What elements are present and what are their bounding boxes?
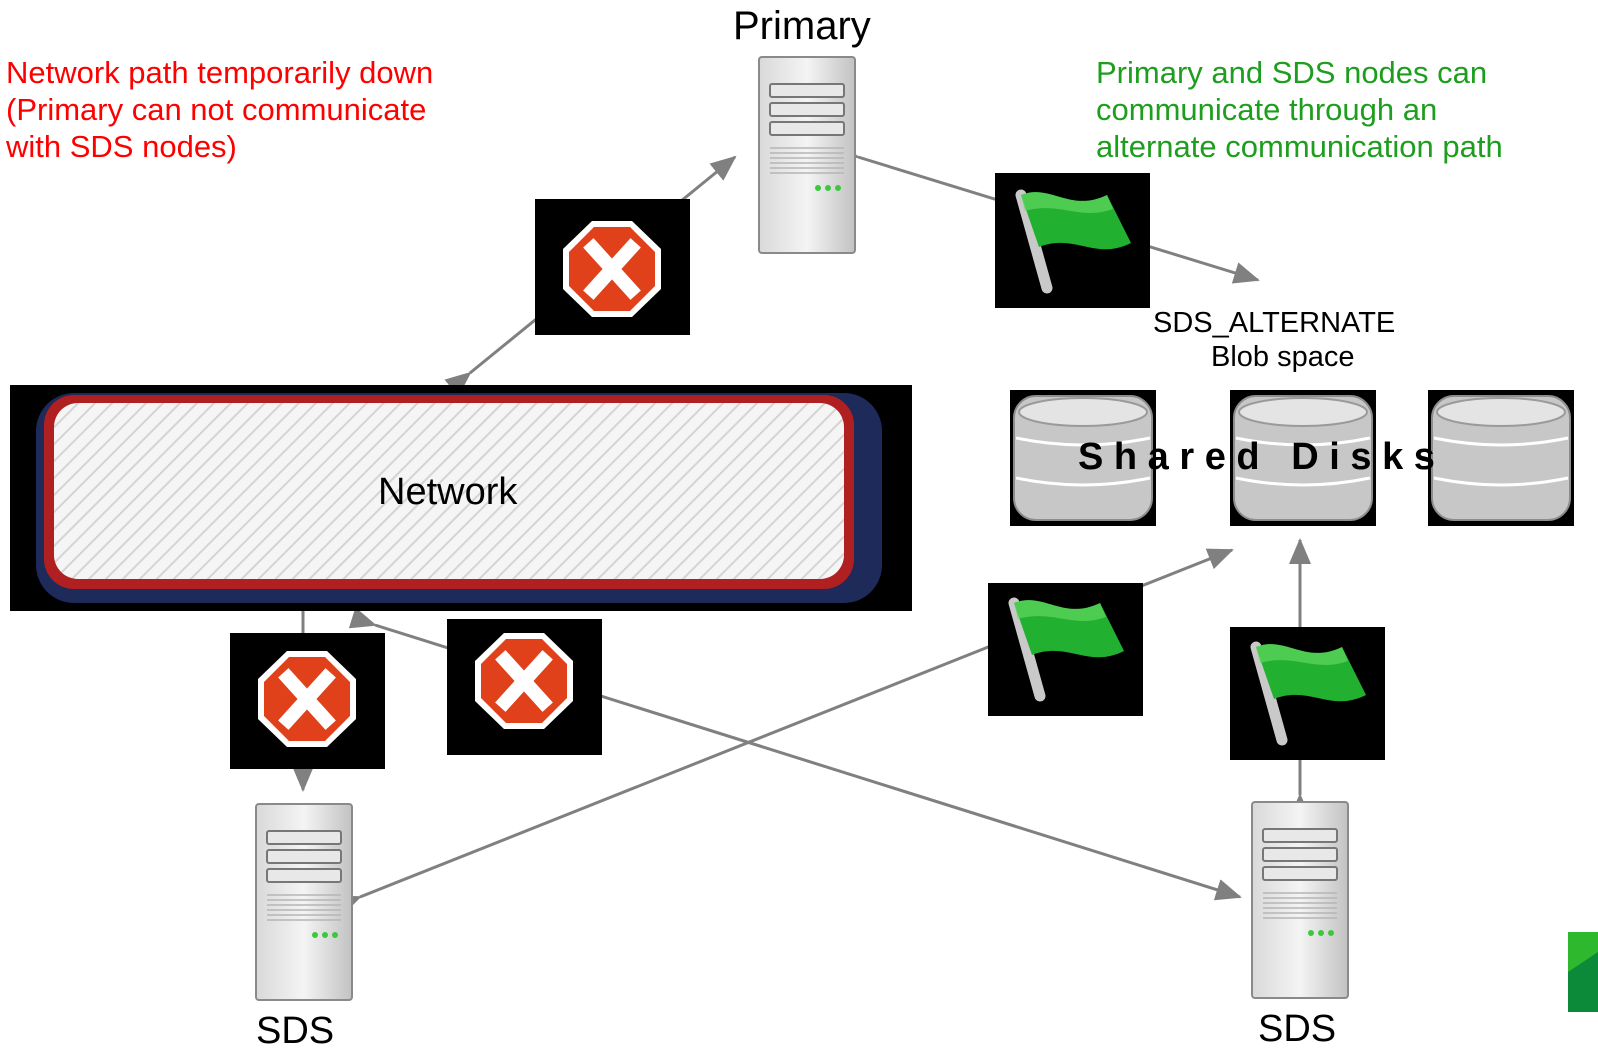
primary-label: Primary [733,4,871,48]
failure-note: Network path temporarily down (Primary c… [6,54,433,165]
sds-right-label: SDS [1258,1008,1337,1050]
failure-note-line: (Primary can not communicate [6,92,427,127]
blobspace-label-line2: Blob space [1211,341,1355,373]
alternate-note-line: communicate through an [1096,92,1438,127]
stop-x-icon [563,221,661,317]
failure-note-line: Network path temporarily down [6,55,434,90]
failed-link-marker [230,633,385,769]
alternate-path-note: Primary and SDS nodes can communicate th… [1096,54,1503,165]
database-icon [1428,390,1574,526]
corner-logo-fragment [1568,932,1598,1012]
green-flag-icon [1015,189,1131,294]
alternate-note-line: alternate communication path [1096,129,1503,164]
stop-x-icon [475,633,573,729]
server-icon [758,56,856,254]
failure-note-line: with SDS nodes) [6,129,237,164]
green-flag-icon [1250,641,1366,746]
stop-x-icon [258,651,356,747]
sds-left-label: SDS [256,1010,335,1052]
database-icon [1010,390,1156,526]
network-shape [36,393,882,603]
failed-link-marker [535,199,690,335]
working-link-marker [988,583,1143,716]
alternate-note-line: Primary and SDS nodes can [1096,55,1488,90]
working-link-marker [995,173,1150,308]
server-icon [1251,801,1349,999]
network-block: Network [10,385,912,611]
shared-disks-label: S h a r e d D i s k s [1078,436,1435,478]
failed-link-marker [447,619,602,755]
network-label: Network [378,471,518,513]
database-icon [1230,390,1376,526]
green-flag-icon [1008,597,1124,702]
server-icon [255,803,353,1001]
blobspace-label-line1: SDS_ALTERNATE [1153,307,1396,339]
working-link-marker [1230,627,1385,760]
